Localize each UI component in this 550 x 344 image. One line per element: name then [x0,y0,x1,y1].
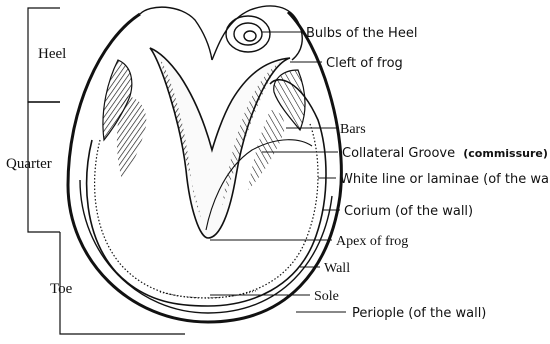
wall-label: Wall [324,261,350,276]
collateral-groove-text: Collateral Groove [342,146,455,161]
sole-marks [160,290,258,298]
bars-label: Bars [340,122,366,137]
quarter-label: Quarter [6,156,52,172]
sole-hatching-left [117,96,146,180]
bulbs-label: Bulbs of the Heel [306,26,417,41]
sole-label: Sole [314,289,339,304]
collateral-groove-label: Collateral Groove (commissure) [342,146,548,161]
sole-hatching-right [248,110,284,190]
cleft-label: Cleft of frog [326,56,403,71]
periople-label: Periople (of the wall) [352,306,486,321]
corium-label: Corium (of the wall) [344,204,473,219]
toe-label: Toe [50,281,73,297]
apex-label: Apex of frog [336,234,408,249]
heel-bulbs [140,6,302,60]
commissure-text: (commissure) [463,147,548,160]
toe-bracket [60,232,185,334]
white-line-label: White line or laminae (of the wall) [340,172,550,187]
heel-label: Heel [38,46,66,62]
